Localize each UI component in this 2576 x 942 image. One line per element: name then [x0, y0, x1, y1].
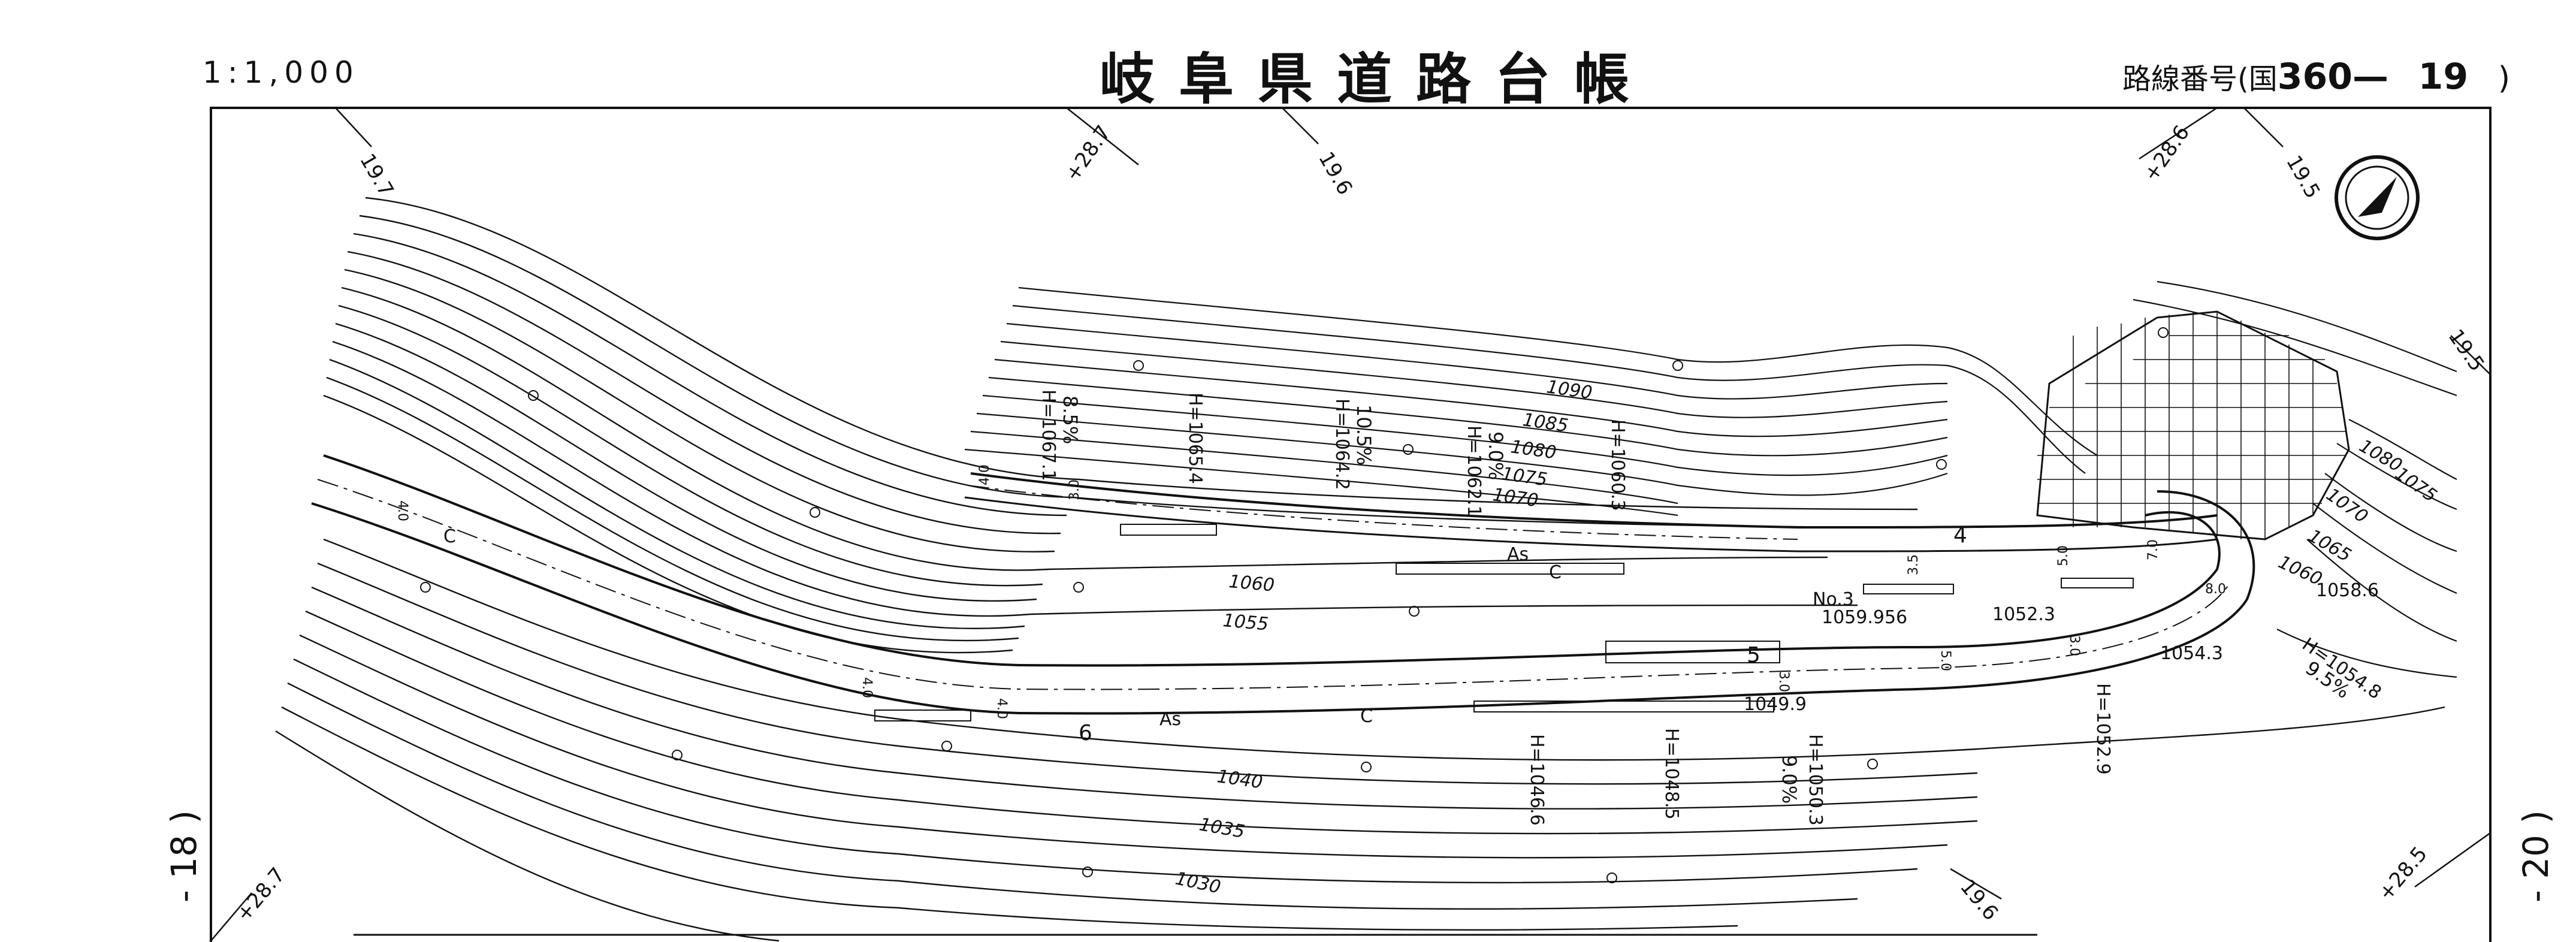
route-number: 路線番号(国360— 19 ) — [2122, 55, 2510, 98]
elevation-label: 1049.9 — [1744, 694, 1807, 715]
grade-labels: 8.5% 10.5% 9.0% 9.0% 9.5% — [1059, 395, 2354, 804]
elevation-label: H=1060.3 — [1607, 419, 1628, 511]
survey-points — [420, 327, 2169, 883]
elevation-labels: H=1067.1 H=1065.4 H=1064.2 H=1062.1 H=10… — [1038, 390, 2385, 826]
grade-label: 9.0% — [1778, 755, 1801, 804]
cliff-area — [2036, 310, 2350, 541]
curb-marker: C — [443, 526, 456, 547]
elevation-label: H=1062.1 — [1463, 425, 1484, 517]
route-sheet-number: 19 — [2418, 56, 2469, 98]
contour-label: 1060 — [1228, 571, 1275, 596]
width-label: 5.0 — [1938, 650, 1953, 671]
contour-label: 1070 — [2322, 484, 2372, 527]
map-scale: 1:1,000 — [203, 55, 360, 90]
width-label: 4.0 — [994, 698, 1009, 719]
width-label: 5.0 — [2056, 545, 2071, 566]
contour-label: 1080 — [1509, 436, 1557, 463]
width-label: 4.0 — [395, 500, 410, 521]
width-label: 8.0 — [2205, 582, 2226, 597]
contour-label: 1030 — [1173, 868, 1222, 898]
width-label: 3.0 — [1776, 671, 1791, 692]
contour-label: 1035 — [1198, 814, 1246, 843]
width-labels: 4.0 3.0 4.0 4.0 4.0 3.5 5.0 7.0 8.0 3.0 … — [395, 464, 2226, 719]
benchmark-label: No.3 — [1813, 589, 1854, 610]
contour-lines-east — [2133, 280, 2457, 678]
sheet-header: 1:1,000 岐阜県道路台帳 路線番号(国360— 19 ) — [0, 0, 2576, 111]
elevation-label: H=1065.4 — [1185, 393, 1206, 484]
route-number-label: 路線番号(国 — [2122, 62, 2278, 96]
station-label: 19.6 — [1313, 148, 1357, 200]
pavement-marker: As — [1159, 709, 1181, 730]
route-number-value: 360— — [2277, 56, 2389, 98]
elevation-label: 1058.6 — [2316, 580, 2379, 601]
elevation-label: H=1046.6 — [1526, 734, 1547, 826]
width-label: 3.0 — [1067, 479, 1082, 500]
elevation-label: 1052.3 — [1992, 604, 2055, 625]
pavement-marker: As — [1507, 544, 1529, 565]
page-title: 岐阜県道路台帳 — [1100, 47, 1654, 111]
contour-label: 1040 — [1216, 766, 1264, 793]
station-label: +28.5 — [2373, 842, 2432, 905]
elevation-label: H=1048.5 — [1661, 728, 1682, 820]
station-ticks — [210, 107, 2491, 941]
curb-marker: C — [1549, 562, 1562, 583]
station-label: 19.5 — [2281, 152, 2324, 203]
station-label: +28.7 — [231, 863, 290, 926]
width-label: 3.0 — [2067, 635, 2082, 656]
route-number-close: ) — [2498, 61, 2510, 96]
station-label: 19.5 — [2444, 325, 2489, 376]
contour-lines-west — [323, 197, 1918, 654]
contour-label: 1075 — [2391, 463, 2441, 506]
contour-lines-north — [964, 286, 2098, 517]
grade-label: 10.5% — [1352, 404, 1375, 466]
grade-label: 8.5% — [1059, 395, 1082, 444]
station-label: 19.6 — [1955, 875, 2003, 925]
width-label: 3.5 — [1906, 554, 1921, 575]
elevation-label: 1054.3 — [2160, 643, 2223, 664]
elevation-label: H=1067.1 — [1038, 390, 1059, 481]
retaining-walls — [874, 524, 2134, 721]
station-number: 5 — [1747, 643, 1760, 668]
station-label: +28.7 — [1061, 121, 1116, 186]
contour-label: 1055 — [1222, 610, 1269, 635]
map-frame — [210, 107, 2492, 942]
width-label: 4.0 — [859, 677, 874, 698]
elevation-label: H=1052.9 — [2092, 683, 2113, 775]
grade-label: 9.0% — [1484, 431, 1507, 480]
road-markers: As C As C C 5 6 4 No.3 — [443, 523, 1967, 745]
elevation-label: H=1050.3 — [1805, 734, 1826, 826]
elevation-label: 1059.956 — [1822, 607, 1907, 628]
station-label: 19.7 — [355, 150, 398, 201]
road-alignment — [311, 454, 2255, 715]
north-arrow-icon — [2335, 155, 2420, 240]
curb-marker: C — [1360, 706, 1373, 727]
contour-lines-south — [275, 538, 2445, 942]
station-number: 6 — [1079, 721, 1092, 745]
width-label: 7.0 — [2146, 539, 2161, 560]
contour-label: 1065 — [2305, 526, 2355, 566]
station-number: 4 — [1953, 523, 1967, 548]
width-label: 4.0 — [977, 464, 992, 485]
elevation-label: H=1064.2 — [1331, 398, 1352, 490]
